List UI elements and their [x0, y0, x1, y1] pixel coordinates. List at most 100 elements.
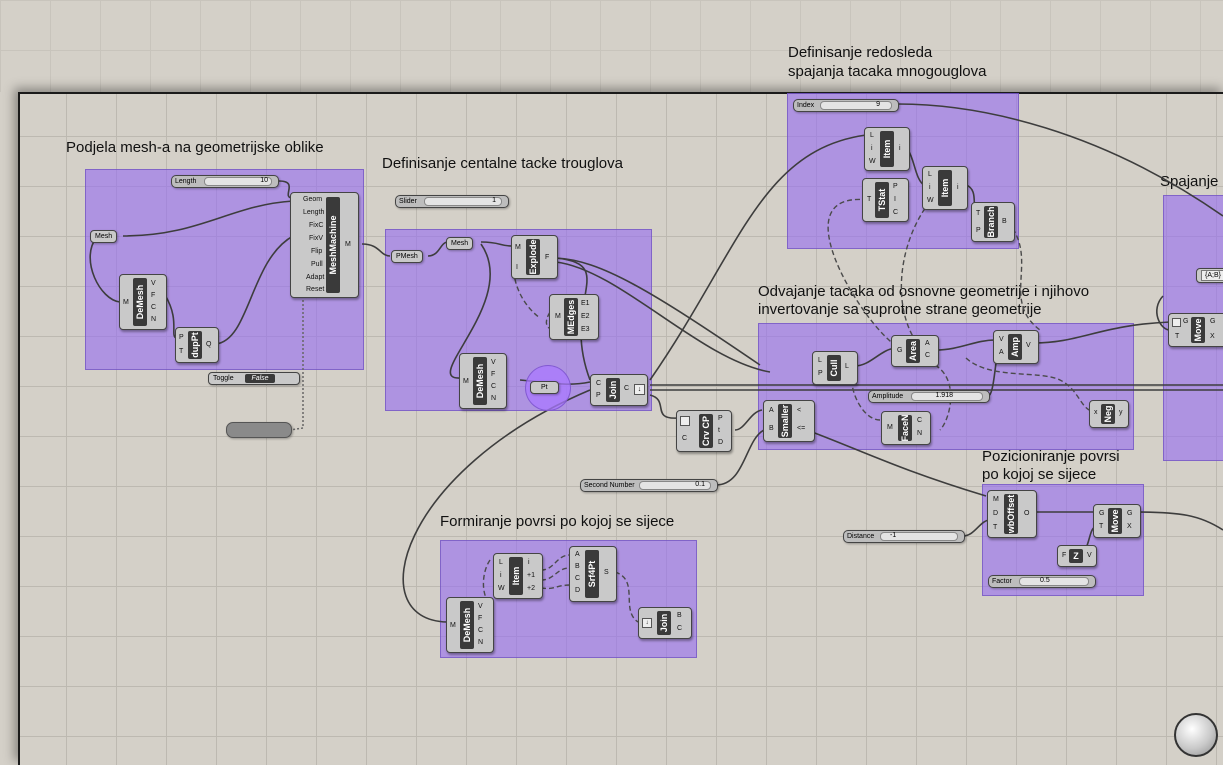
- port-flip[interactable]: Flip: [311, 248, 323, 255]
- length-slider-track[interactable]: [204, 177, 272, 186]
- item-component-3[interactable]: L i W Item i +1 +2: [493, 553, 543, 599]
- port-g-out[interactable]: G: [1210, 318, 1216, 325]
- port-m[interactable]: M: [123, 299, 129, 306]
- mesh-param-2[interactable]: Mesh: [446, 237, 474, 250]
- port-i[interactable]: i: [871, 145, 873, 152]
- port-s[interactable]: S: [604, 569, 609, 576]
- port-plus2[interactable]: +2: [527, 585, 535, 592]
- port-o[interactable]: O: [1024, 510, 1030, 517]
- port-c[interactable]: C: [596, 380, 602, 387]
- port-q[interactable]: Q: [206, 341, 212, 348]
- port-plus1[interactable]: +1: [527, 572, 535, 579]
- medges-component[interactable]: M MEdges E1 E2 E3: [549, 294, 599, 340]
- port-reset[interactable]: Reset: [306, 286, 325, 293]
- port-length[interactable]: Length: [303, 209, 325, 216]
- port-t[interactable]: T: [993, 524, 998, 531]
- port-n[interactable]: N: [478, 639, 484, 646]
- port-m[interactable]: M: [887, 424, 893, 431]
- port-g[interactable]: G: [1099, 510, 1105, 517]
- branch-component[interactable]: T P Branch B: [971, 202, 1015, 242]
- cull-component[interactable]: L P Cull L: [812, 351, 858, 385]
- port-b[interactable]: B: [575, 563, 580, 570]
- index-slider[interactable]: Index 9: [793, 99, 899, 112]
- demesh-component-1[interactable]: M DeMesh V F C N: [119, 274, 167, 330]
- port-fixv[interactable]: FixV: [309, 235, 323, 242]
- port-i-out[interactable]: i: [528, 559, 530, 566]
- port-x[interactable]: x: [1094, 409, 1098, 416]
- item-component-1[interactable]: L i W Item i: [864, 127, 910, 171]
- wboffset-component[interactable]: M D T wbOffset O: [987, 490, 1037, 538]
- port-t[interactable]: T: [1099, 523, 1104, 530]
- port-l[interactable]: L: [499, 559, 503, 566]
- move-component-2[interactable]: G T Move G X: [1093, 504, 1141, 538]
- smaller-component[interactable]: A B Smaller < <=: [763, 400, 815, 442]
- port-m[interactable]: M: [345, 241, 351, 248]
- port-m[interactable]: M: [555, 313, 561, 320]
- join-component-2[interactable]: ↓ Join B C: [638, 607, 692, 639]
- factor-slider[interactable]: Factor 0.5: [988, 575, 1096, 588]
- port-m[interactable]: M: [450, 622, 456, 629]
- port-p[interactable]: P: [596, 392, 601, 399]
- port-t[interactable]: T: [179, 348, 184, 355]
- port-geom[interactable]: Geom: [303, 196, 323, 203]
- port-v[interactable]: V: [1087, 552, 1092, 559]
- button-object[interactable]: [226, 422, 292, 438]
- srf4pt-component[interactable]: A B C D Srf4Pt S: [569, 546, 617, 602]
- port-f[interactable]: F: [478, 615, 483, 622]
- move-toggle-icon[interactable]: [1172, 318, 1181, 327]
- pmesh-param[interactable]: PMesh: [391, 250, 423, 263]
- amplitude-slider-track[interactable]: [911, 392, 983, 401]
- port-i[interactable]: i: [929, 184, 931, 191]
- port-f[interactable]: F: [545, 254, 550, 261]
- duppt-component[interactable]: P T dupPt Q: [175, 327, 219, 363]
- slider-slider-track[interactable]: [424, 197, 502, 206]
- port-p[interactable]: P: [818, 370, 823, 377]
- port-n[interactable]: N: [491, 395, 497, 402]
- crvcp-component[interactable]: C Crv CP P t D: [676, 410, 732, 452]
- port-t[interactable]: T: [1175, 333, 1180, 340]
- port-d[interactable]: D: [993, 510, 999, 517]
- port-v[interactable]: V: [478, 603, 483, 610]
- port-i[interactable]: i: [500, 572, 502, 579]
- port-y[interactable]: y: [1119, 409, 1123, 416]
- port-l[interactable]: L: [870, 132, 874, 139]
- amp-component[interactable]: V A Amp V: [993, 330, 1039, 364]
- port-n[interactable]: N: [917, 430, 923, 437]
- length-slider[interactable]: Length 10: [171, 175, 279, 188]
- port-v[interactable]: V: [491, 359, 496, 366]
- join-component-1[interactable]: C P Join C ↓: [590, 374, 648, 406]
- facen-component[interactable]: M FaceN C N: [881, 411, 931, 445]
- port-l[interactable]: L: [928, 171, 932, 178]
- port-x[interactable]: X: [1127, 523, 1132, 530]
- port-w[interactable]: W: [927, 197, 934, 204]
- port-w[interactable]: W: [498, 585, 505, 592]
- port-v[interactable]: V: [151, 280, 156, 287]
- port-v[interactable]: V: [999, 336, 1004, 343]
- demesh-component-3[interactable]: M DeMesh V F C N: [446, 597, 494, 653]
- port-c[interactable]: C: [925, 352, 931, 359]
- factor-slider-track[interactable]: [1019, 577, 1089, 586]
- second-number-slider-track[interactable]: [639, 481, 711, 490]
- port-g-out[interactable]: G: [1127, 510, 1133, 517]
- port-e2[interactable]: E2: [581, 313, 590, 320]
- z-component[interactable]: F Z V: [1057, 545, 1097, 567]
- port-d[interactable]: D: [718, 439, 724, 446]
- port-t[interactable]: T: [867, 196, 872, 203]
- port-m[interactable]: M: [463, 378, 469, 385]
- port-b[interactable]: B: [1002, 218, 1007, 225]
- port-l[interactable]: L: [818, 357, 822, 364]
- port-p[interactable]: P: [976, 227, 981, 234]
- port-lt[interactable]: <: [797, 407, 802, 414]
- port-f[interactable]: F: [151, 292, 156, 299]
- port-adapt[interactable]: Adapt: [306, 274, 325, 281]
- port-p[interactable]: P: [893, 183, 898, 190]
- port-b[interactable]: B: [769, 425, 774, 432]
- port-a[interactable]: A: [575, 551, 580, 558]
- toggle-param[interactable]: Toggle False: [208, 372, 300, 385]
- flatten-icon[interactable]: ↓: [634, 384, 645, 395]
- tstat-component[interactable]: T TStat P I C: [862, 178, 909, 222]
- port-p[interactable]: P: [179, 334, 184, 341]
- port-fixc[interactable]: FixC: [309, 222, 324, 229]
- explode-component[interactable]: M I Explode F: [511, 235, 558, 279]
- port-c-out[interactable]: C: [624, 385, 630, 392]
